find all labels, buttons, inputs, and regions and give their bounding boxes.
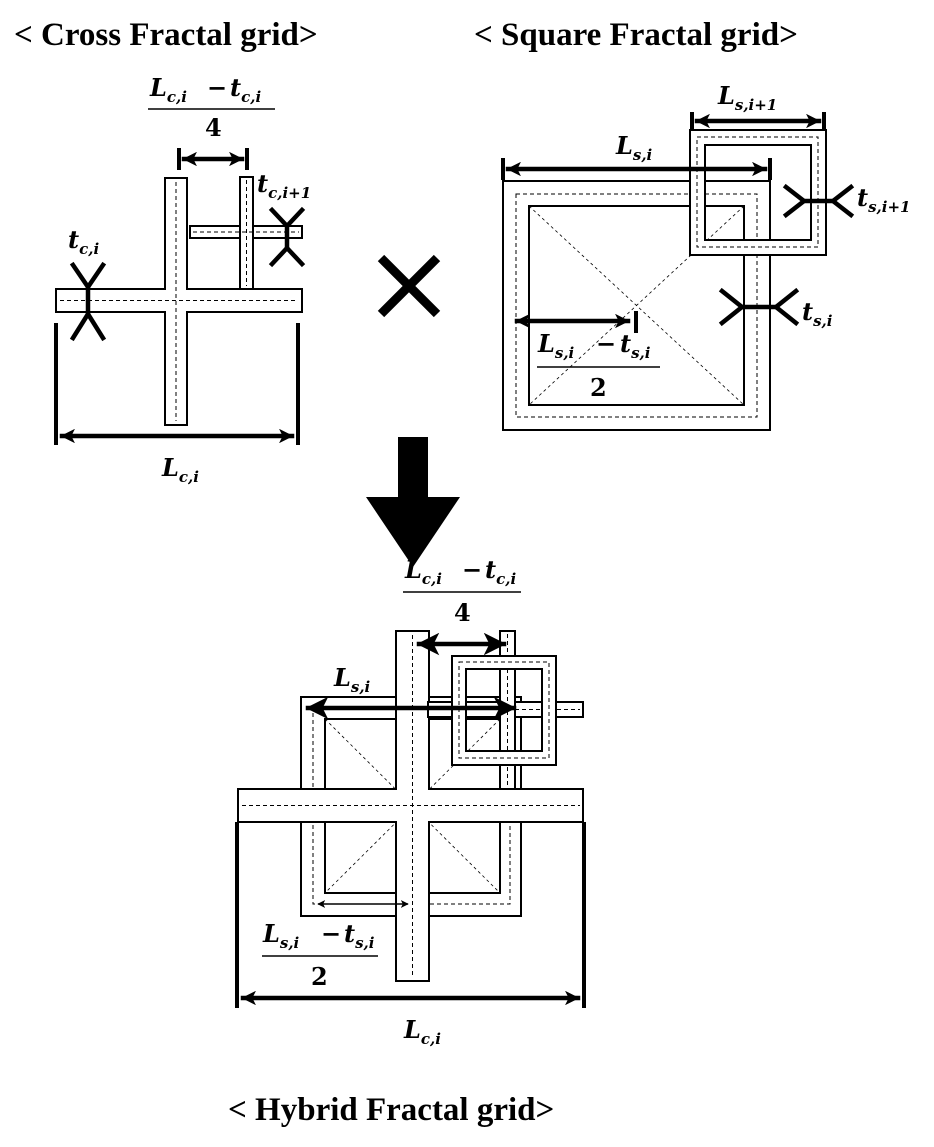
hybrid-fractal-shape xyxy=(237,630,584,982)
down-arrow-icon xyxy=(366,437,460,567)
cross-grid-title: < Cross Fractal grid> xyxy=(14,17,318,53)
hybrid-fraction-denominator: 4 xyxy=(454,598,471,627)
square-main-thickness: ts,i xyxy=(718,287,833,330)
square-fraction-L: Ls,i xyxy=(537,329,575,362)
square-fraction-minus: − xyxy=(596,329,616,358)
cross-quarter-dimension: Lc,i − tc,i 4 xyxy=(148,73,275,170)
cross-fractal-shape xyxy=(55,176,303,426)
hybrid-quarter-dimension: Lc,i − tc,i 4 xyxy=(403,555,521,656)
square-length-dimension: Ls,i xyxy=(501,131,772,180)
cross-thickness-next-label: tc,i+1 xyxy=(257,169,311,202)
hybrid-half-dimension: Ls,i − ts,i 2 xyxy=(262,900,409,991)
hybrid-fraction2-L: Ls,i xyxy=(262,919,300,952)
cross-thickness-label: tc,i xyxy=(68,225,99,258)
square-fraction-t: ts,i xyxy=(620,329,651,362)
cross-main-thickness: tc,i xyxy=(68,225,107,342)
hybrid-fraction-L: Lc,i xyxy=(404,555,442,588)
hybrid-fraction-t: tc,i xyxy=(485,555,516,588)
cross-length-dimension: Lc,i xyxy=(54,323,300,486)
cross-fraction-L: Lc,i xyxy=(149,73,187,106)
square-grid-title: < Square Fractal grid> xyxy=(474,17,798,53)
cross-fraction-minus: − xyxy=(207,73,227,102)
hybrid-square-length-dimension: Ls,i xyxy=(305,663,517,720)
square-fractal-shape xyxy=(502,129,827,431)
hybrid-grid-title: < Hybrid Fractal grid> xyxy=(228,1092,554,1128)
cross-fraction-denominator: 4 xyxy=(205,113,222,142)
square-small-thickness: ts,i+1 xyxy=(782,183,910,219)
square-fraction-denominator: 2 xyxy=(590,373,607,402)
cross-length-label: Lc,i xyxy=(161,453,199,486)
cross-fraction-t: tc,i xyxy=(230,73,261,106)
hybrid-square-length-label: Ls,i xyxy=(333,663,371,696)
square-length-label: Ls,i xyxy=(615,131,653,164)
hybrid-fraction2-minus: − xyxy=(321,919,341,948)
square-thickness-next-label: ts,i+1 xyxy=(857,183,910,216)
square-small-length-dimension: Ls,i+1 xyxy=(690,81,826,130)
hybrid-cross-length-dimension: Lc,i xyxy=(235,822,586,1048)
multiply-cross-icon xyxy=(377,254,441,318)
hybrid-cross-length-label: Lc,i xyxy=(403,1015,441,1048)
hybrid-fraction2-t: ts,i xyxy=(344,919,375,952)
square-half-dimension: Ls,i − ts,i 2 xyxy=(514,311,660,402)
square-small-length-label: Ls,i+1 xyxy=(717,81,777,114)
hybrid-fraction-minus: − xyxy=(462,555,482,584)
hybrid-fraction2-denominator: 2 xyxy=(311,962,328,991)
square-thickness-label: ts,i xyxy=(802,297,833,330)
cross-small-thickness: tc,i+1 xyxy=(257,169,311,268)
